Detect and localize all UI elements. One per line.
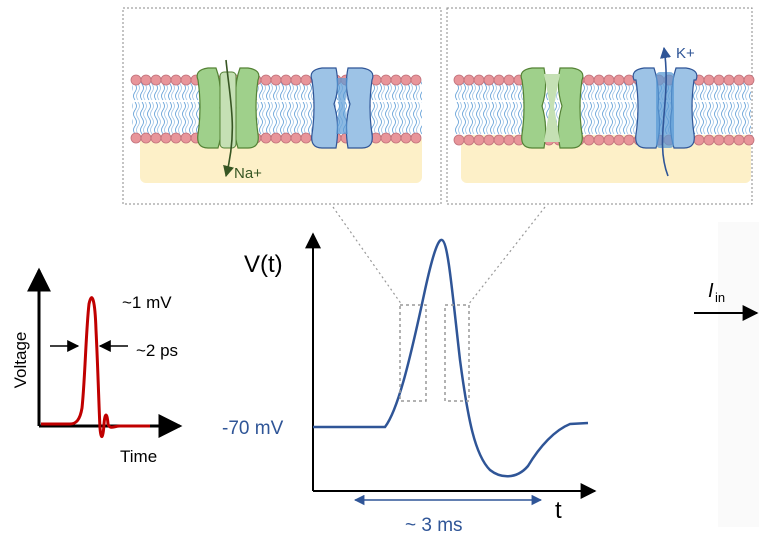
width-label: ~2 ps (136, 341, 178, 360)
lipid-head (130, 132, 142, 144)
lipid-head (380, 132, 392, 144)
lipid-head (453, 134, 465, 146)
lipid-head (733, 74, 745, 86)
lipid-tails (455, 80, 751, 136)
input-current-subscript: in (715, 290, 725, 305)
membrane-panel-right: K+ (446, 7, 755, 205)
lipid-head (603, 74, 615, 86)
lipid-head (613, 134, 625, 146)
lipid-head (583, 134, 595, 146)
lipid-head (170, 132, 182, 144)
lipid-head (693, 134, 705, 146)
lipid-head (463, 74, 475, 86)
zoom-connector-right (467, 206, 546, 306)
lipid-head (260, 74, 272, 86)
lipid-head (300, 74, 312, 86)
main-y-label: V(t) (244, 251, 283, 278)
cytoplasm (140, 135, 422, 183)
lipid-head (280, 132, 292, 144)
lipid-head (453, 74, 465, 86)
sodium-channel-icon (520, 67, 584, 149)
lipid-head (733, 134, 745, 146)
potassium-ion-label: K+ (676, 45, 695, 62)
lipid-head (743, 74, 755, 86)
input-current-symbol: I (708, 280, 714, 302)
lipid-head (390, 74, 402, 86)
lipid-head (150, 74, 162, 86)
action-potential-plot: V(t) t -70 mV ~ 3 ms (222, 232, 597, 533)
lipid-head (130, 74, 142, 86)
lipid-head (380, 74, 392, 86)
lipid-head (290, 132, 302, 144)
lipid-head (463, 134, 475, 146)
lipid-heads-bottom (130, 132, 422, 144)
lipid-head (473, 134, 485, 146)
lipid-head (743, 134, 755, 146)
lipid-head (160, 74, 172, 86)
duration-label: ~ 3 ms (405, 515, 463, 533)
lipid-head (180, 74, 192, 86)
zoom-connector-left (332, 206, 403, 306)
lipid-tails (132, 80, 422, 136)
lipid-head (593, 74, 605, 86)
lipid-head (390, 132, 402, 144)
zoom-box-repolarization (444, 304, 470, 402)
potassium-flow-arrow (659, 46, 672, 177)
lipid-head (410, 74, 422, 86)
sodium-flow-arrow (223, 59, 234, 178)
lipid-head (140, 74, 152, 86)
lipid-head (300, 132, 312, 144)
lipid-head (703, 134, 715, 146)
lipid-head (503, 134, 515, 146)
lipid-head (170, 74, 182, 86)
amplitude-label: ~1 mV (122, 293, 172, 312)
lipid-head (270, 132, 282, 144)
lipid-head (160, 132, 172, 144)
lipid-head (713, 74, 725, 86)
lipid-head (180, 132, 192, 144)
action-potential-trace (313, 238, 589, 478)
small-voltage-plot: ~1 mV ~2 ps Voltage Time (11, 267, 183, 466)
lipid-head (400, 132, 412, 144)
lipid-head (483, 134, 495, 146)
zoom-box-depolarization (399, 304, 427, 402)
lipid-head (400, 74, 412, 86)
lipid-head (140, 132, 152, 144)
lipid-head (603, 134, 615, 146)
membrane-panel-left: Na+ (122, 7, 442, 205)
lipid-head (290, 74, 302, 86)
lipid-head (623, 134, 635, 146)
small-y-label: Voltage (11, 332, 30, 389)
lipid-heads-top (130, 74, 422, 86)
resting-potential-label: -70 mV (222, 418, 284, 439)
sodium-ion-label: Na+ (234, 165, 262, 182)
lipid-head (270, 74, 282, 86)
input-current: I in (694, 222, 759, 527)
lipid-head (713, 134, 725, 146)
main-x-label: t (555, 497, 562, 524)
lipid-head (483, 74, 495, 86)
lipid-head (583, 74, 595, 86)
lipid-head (703, 74, 715, 86)
lipid-head (150, 132, 162, 144)
potassium-channel-icon (310, 67, 374, 149)
lipid-head (473, 74, 485, 86)
cropped-panel-edge (718, 222, 759, 527)
small-x-label: Time (120, 447, 157, 466)
lipid-head (593, 134, 605, 146)
lipid-head (613, 74, 625, 86)
lipid-head (260, 132, 272, 144)
spike-trace (41, 296, 150, 438)
lipid-head (723, 134, 735, 146)
lipid-head (503, 74, 515, 86)
lipid-head (493, 134, 505, 146)
lipid-head (623, 74, 635, 86)
lipid-head (280, 74, 292, 86)
lipid-head (493, 74, 505, 86)
lipid-head (723, 74, 735, 86)
lipid-head (410, 132, 422, 144)
